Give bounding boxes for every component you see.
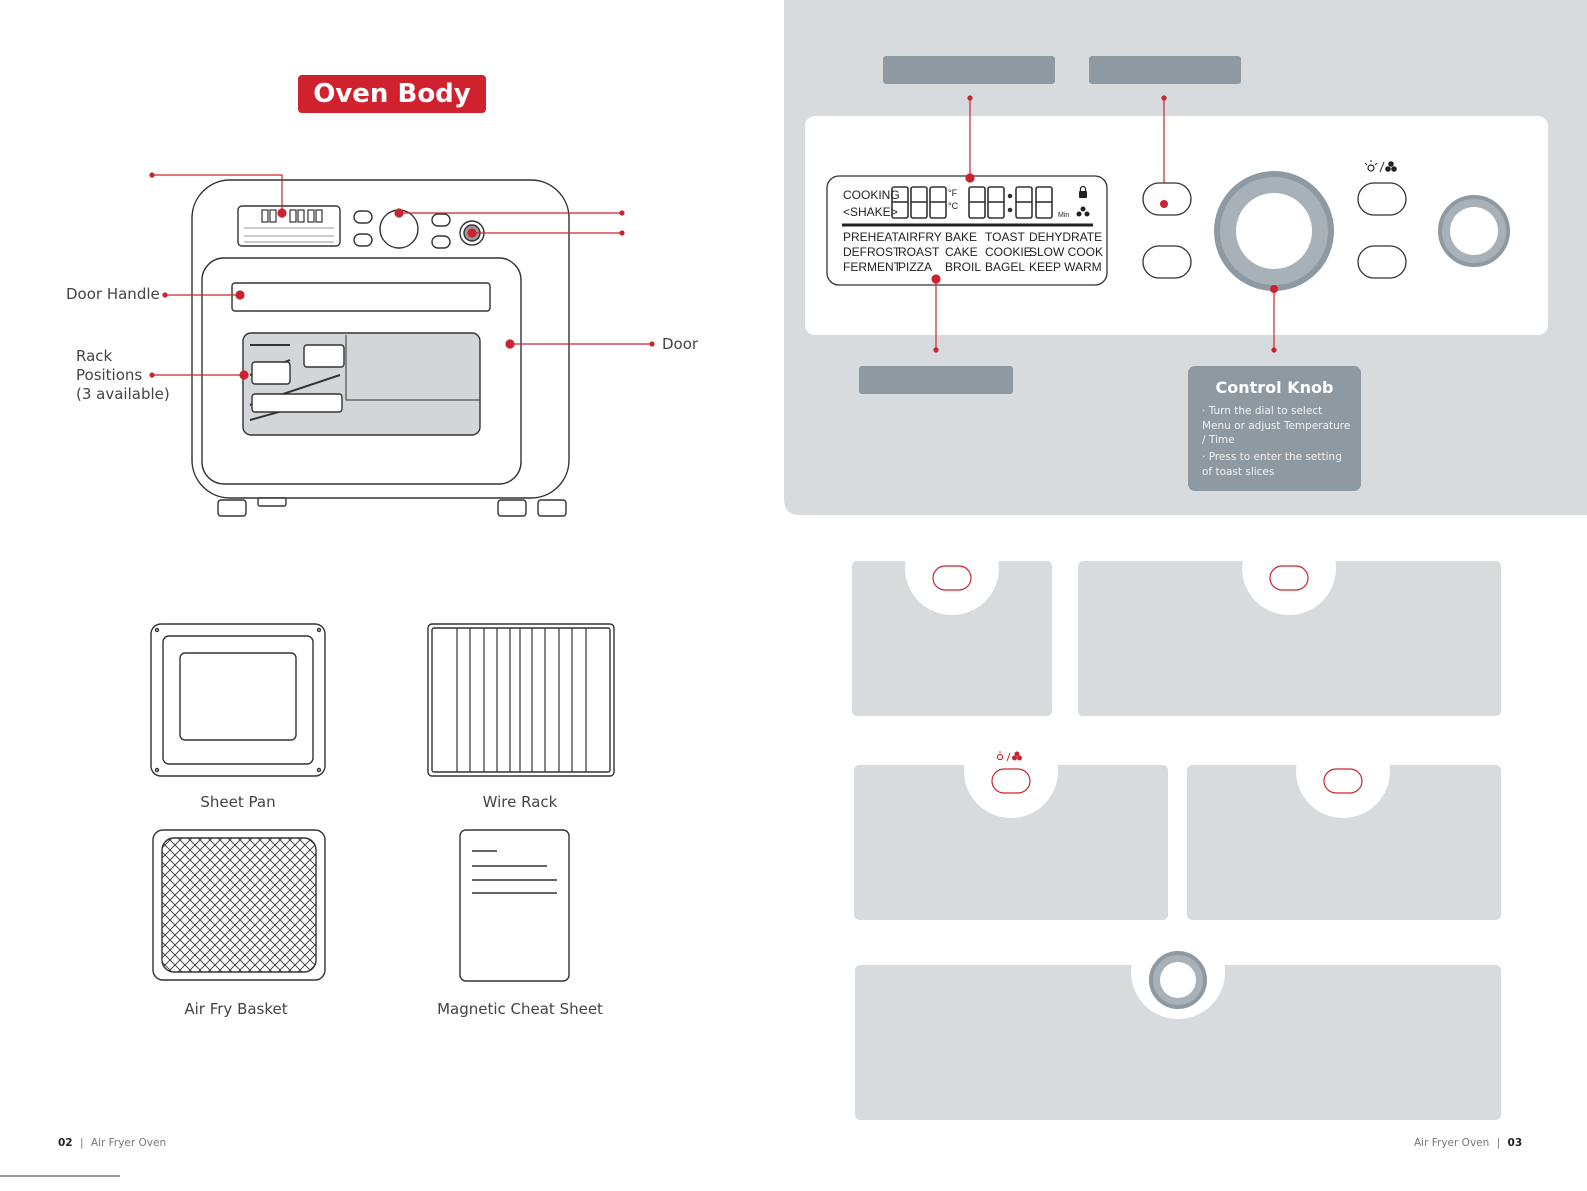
lcd-cooking-label: COOKING [843, 188, 900, 202]
menu-item: SLOW COOK [1029, 245, 1104, 259]
label-bar-menu [859, 366, 1013, 394]
oven-illustration [191, 179, 570, 517]
menu-item: BAGEL [985, 260, 1026, 274]
panel-button-top-left[interactable] [1142, 182, 1192, 216]
cheat-sheet-illustration [459, 829, 570, 982]
light-fan-icon [1364, 160, 1397, 173]
menu-item: BAKE [945, 230, 978, 244]
lcd-min: Min [1058, 212, 1070, 219]
label-bar-display [883, 56, 1055, 84]
lock-icon [1079, 185, 1087, 198]
menu-item: BROIL [945, 260, 982, 274]
menu-item: PREHEAT [843, 230, 899, 244]
lcd-unit-c: °C [948, 201, 959, 211]
label-bar-button [1089, 56, 1241, 84]
control-knob-bullet: · Press to enter the setting of toast sl… [1202, 451, 1342, 478]
wire-rack-illustration [427, 623, 615, 777]
panel-button-bottom-right[interactable] [1357, 245, 1407, 279]
lcd-digits [891, 186, 1053, 219]
accessory-label-wire-rack: Wire Rack [482, 793, 558, 811]
menu-item: KEEP WARM [1029, 260, 1102, 274]
air-fry-basket-illustration [152, 829, 326, 981]
leader-lines-right [931, 95, 1277, 353]
door-handle-label: Door Handle [66, 285, 160, 303]
fan-icon-lcd [1076, 206, 1090, 217]
door-label: Door [662, 335, 699, 353]
menu-item: AIRFRY [898, 230, 942, 244]
control-knob-title: Control Knob [1215, 378, 1334, 397]
accessory-label-air-fry-basket: Air Fry Basket [184, 1000, 288, 1018]
control-knob-bullet: · Turn the dial to select Menu or adjust… [1202, 405, 1351, 446]
menu-item: DEHYDRATE [1029, 230, 1103, 244]
oven-body-title: Oven Body [298, 75, 486, 113]
menu-item: CAKE [945, 245, 978, 259]
description-cards [852, 521, 1501, 1120]
sheet-pan-illustration [150, 623, 326, 777]
menu-item: FERMENT [843, 260, 901, 274]
panel-button-top-right[interactable] [1357, 182, 1407, 216]
lcd-shake-label: <SHAKE> [843, 205, 898, 219]
light-fan-icon-red [996, 751, 1022, 762]
leader-lines-left [149, 172, 655, 380]
panel-button-bottom-left[interactable] [1142, 245, 1192, 279]
lcd-unit-f: °F [948, 188, 958, 198]
footer-right: Air Fryer Oven | 03 [1414, 1137, 1523, 1149]
menu-item: PIZZA [898, 260, 933, 274]
menu-item: ROAST [898, 245, 940, 259]
menu-item: DEFROST [843, 245, 901, 259]
menu-item: TOAST [985, 230, 1025, 244]
control-knob-card: Control Knob · Turn the dial to select M… [1188, 366, 1361, 491]
footer-left: 02 | Air Fryer Oven [58, 1137, 167, 1149]
rack-positions-label: Rack Positions (3 available) [76, 347, 170, 403]
accessory-label-cheat-sheet: Magnetic Cheat Sheet [437, 1000, 603, 1018]
accessory-label-sheet-pan: Sheet Pan [200, 793, 276, 811]
menu-item: COOKIE [985, 245, 1032, 259]
